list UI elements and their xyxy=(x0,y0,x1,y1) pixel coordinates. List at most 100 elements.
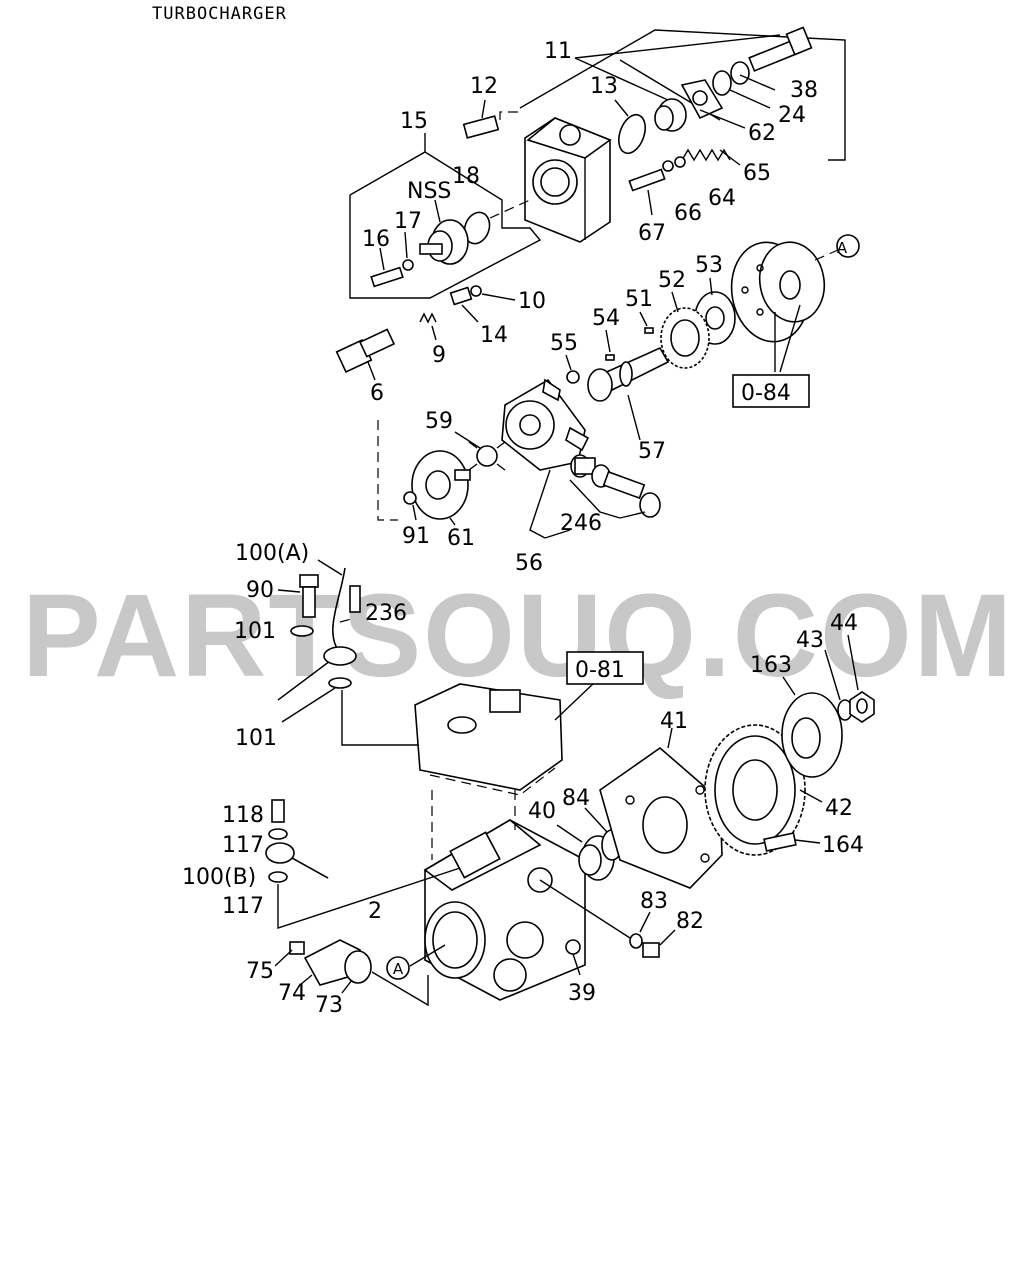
part-57-shaft xyxy=(587,346,670,402)
part-12-stud-bolt xyxy=(462,99,500,139)
part-164-bolt xyxy=(763,832,797,852)
label-0-81[interactable]: 0-81 xyxy=(575,658,625,683)
label-67: 67 xyxy=(638,221,666,246)
label-39: 39 xyxy=(568,981,596,1006)
part-55-nut xyxy=(566,370,580,384)
part-52-gear xyxy=(660,307,710,369)
part-17-washer xyxy=(402,259,414,271)
part-2-pump-housing xyxy=(423,819,586,1001)
regulator-housing xyxy=(524,117,612,243)
part-6-fitting xyxy=(335,328,396,373)
label-53: 53 xyxy=(695,253,723,278)
part-73-o-ring xyxy=(344,950,372,984)
label-42: 42 xyxy=(825,796,853,821)
part-246-sleeves xyxy=(570,454,661,518)
label-54: 54 xyxy=(592,306,620,331)
label-11: 11 xyxy=(544,39,572,64)
label-90: 90 xyxy=(246,578,274,603)
page-title: TURBOCHARGER xyxy=(152,4,287,24)
marker-a-upper-text: A xyxy=(837,239,848,257)
label-84: 84 xyxy=(562,786,590,811)
part-38-banjo-bolt xyxy=(748,26,813,72)
part-44-nut xyxy=(849,691,875,723)
label-75: 75 xyxy=(246,959,274,984)
label-61: 61 xyxy=(447,526,475,551)
part-54-key xyxy=(605,354,615,361)
part-42-gear xyxy=(704,724,806,856)
label-55: 55 xyxy=(550,331,578,356)
part-13-o-ring xyxy=(618,113,646,155)
label-91: 91 xyxy=(402,524,430,549)
label-236: 236 xyxy=(365,601,407,626)
label-64: 64 xyxy=(708,186,736,211)
label-82: 82 xyxy=(676,909,704,934)
label-62: 62 xyxy=(748,121,776,146)
part-163-hub xyxy=(781,692,843,778)
part-64-washer xyxy=(674,156,686,168)
label-24: 24 xyxy=(778,103,806,128)
label-44: 44 xyxy=(830,611,858,636)
label-117-a: 117 xyxy=(222,833,264,858)
label-100a: 100(A) xyxy=(235,541,309,566)
part-117-washer-b xyxy=(268,871,288,883)
label-38: 38 xyxy=(790,78,818,103)
label-10: 10 xyxy=(518,289,546,314)
part-90-bolt xyxy=(299,574,319,618)
part-236-screw xyxy=(349,585,361,613)
part-59-flyweight xyxy=(468,441,506,471)
label-56: 56 xyxy=(515,551,543,576)
part-75-bolt xyxy=(289,941,305,955)
label-9: 9 xyxy=(432,343,446,368)
label-43: 43 xyxy=(796,628,824,653)
part-65-spring xyxy=(681,148,731,162)
part-38-washer xyxy=(730,61,750,85)
label-59: 59 xyxy=(425,409,453,434)
part-41-cover xyxy=(599,746,723,889)
part-56-governor-holder xyxy=(501,378,590,471)
part-101-washer-a xyxy=(290,625,314,637)
part-100a-oil-pipe xyxy=(277,567,357,701)
part-61-plate xyxy=(411,450,471,520)
label-0-84[interactable]: 0-84 xyxy=(741,381,791,406)
part-9-spring xyxy=(419,312,437,324)
label-16: 16 xyxy=(362,227,390,252)
part-governor-head-0-81 xyxy=(414,683,563,796)
label-2: 2 xyxy=(368,899,382,924)
part-51-key xyxy=(644,327,654,334)
label-118: 118 xyxy=(222,803,264,828)
marker-a-lower-text: A xyxy=(393,960,404,978)
reference-marker-a-upper xyxy=(836,234,860,258)
label-40: 40 xyxy=(528,799,556,824)
ref-box-0-81[interactable] xyxy=(566,651,644,685)
part-91-washer xyxy=(403,491,417,505)
part-14-plug xyxy=(449,286,473,306)
label-13: 13 xyxy=(590,74,618,99)
label-nss: NSS xyxy=(407,179,451,204)
label-15: 15 xyxy=(400,109,428,134)
part-101-washer-b xyxy=(328,677,352,689)
label-57: 57 xyxy=(638,439,666,464)
label-12: 12 xyxy=(470,74,498,99)
part-39-plug xyxy=(565,939,581,955)
label-101-a: 101 xyxy=(234,619,276,644)
part-82-plug xyxy=(642,942,660,958)
label-18: 18 xyxy=(452,164,480,189)
label-52: 52 xyxy=(658,268,686,293)
part-67-screw xyxy=(628,168,666,192)
label-74: 74 xyxy=(278,981,306,1006)
reference-marker-a-lower xyxy=(386,956,410,980)
watermark: PARTSOUQ.COM xyxy=(22,570,1014,702)
ref-box-0-84[interactable] xyxy=(732,374,810,408)
label-66: 66 xyxy=(674,201,702,226)
label-83: 83 xyxy=(640,889,668,914)
leader-frame-15 xyxy=(349,151,542,299)
part-16-bolt xyxy=(370,266,404,288)
label-65: 65 xyxy=(743,161,771,186)
label-164: 164 xyxy=(822,833,864,858)
part-118-bolt xyxy=(271,799,285,823)
label-17: 17 xyxy=(394,209,422,234)
part-117-washer-a xyxy=(268,828,288,840)
leader-frame-11 xyxy=(519,29,846,161)
